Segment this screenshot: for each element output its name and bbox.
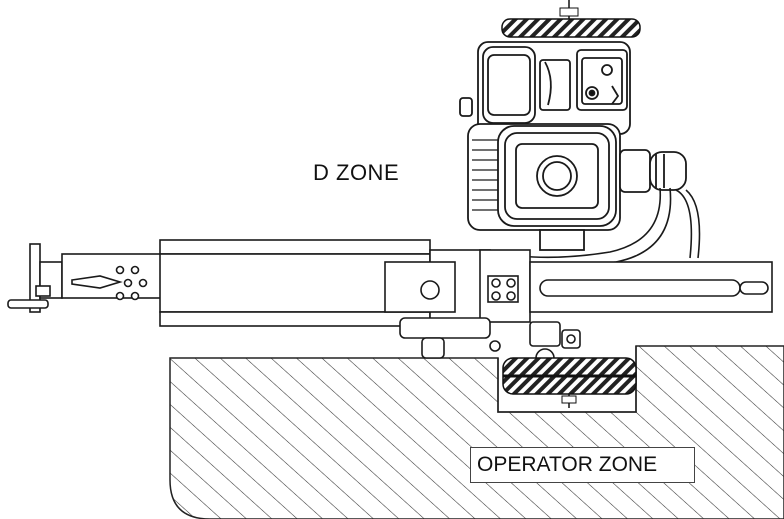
d-zone-label: D ZONE	[313, 160, 400, 185]
operator-zone-area	[169, 345, 784, 519]
hydraulic-valve-icon	[384, 249, 773, 368]
tire-icon	[502, 357, 637, 408]
operator-zone-label: OPERATOR ZONE	[477, 453, 658, 476]
tire-icon	[501, 0, 641, 38]
operator-zone-label-box	[470, 447, 695, 483]
engine-icon	[459, 41, 687, 251]
